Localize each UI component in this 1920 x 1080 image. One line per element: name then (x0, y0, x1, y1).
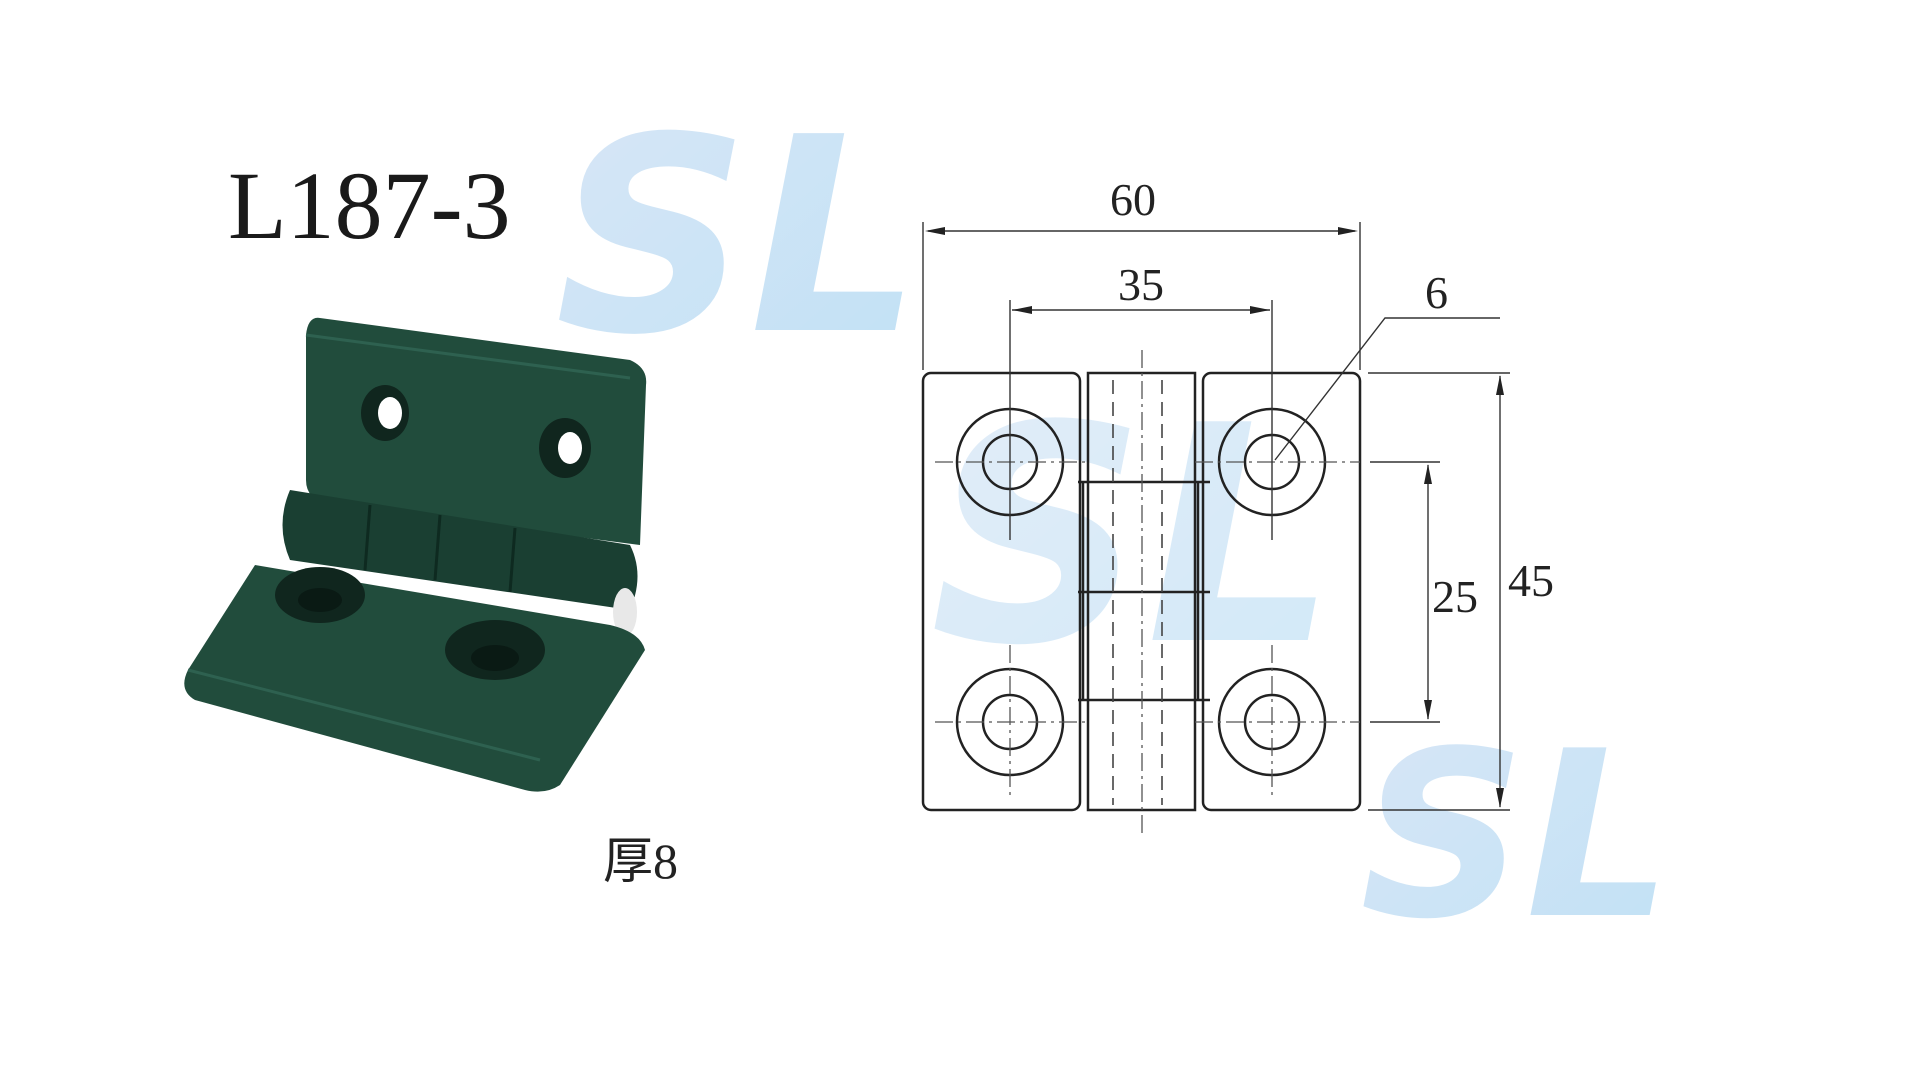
watermark-logo: SL (555, 79, 922, 394)
product-model-title: L187-3 (228, 152, 511, 259)
watermark-logo: SL (930, 362, 1337, 711)
hinge-product-image (184, 317, 647, 792)
technical-drawing: 60 35 6 25 45 (921, 174, 1554, 835)
dimension-hole-spacing-vertical: 25 (1432, 571, 1478, 622)
thickness-label: 厚8 (603, 833, 678, 889)
watermark-text: SL (930, 362, 1337, 711)
watermark-text: SL (1360, 703, 1672, 970)
dimension-hole-spacing-horizontal: 35 (1118, 259, 1164, 310)
dimension-overall-height: 45 (1508, 555, 1554, 606)
watermark-text: SL (555, 79, 922, 394)
watermark-logo: SL (1360, 703, 1672, 970)
dimension-overall-width: 60 (1110, 174, 1156, 225)
dimension-hole-diameter: 6 (1425, 267, 1448, 318)
